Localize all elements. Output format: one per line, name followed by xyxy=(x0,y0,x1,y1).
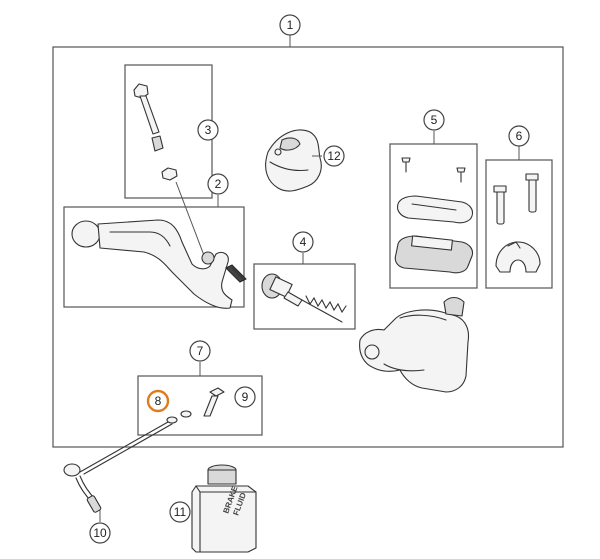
callout-4: 4 xyxy=(292,231,314,253)
svg-text:12: 12 xyxy=(327,149,341,163)
svg-text:7: 7 xyxy=(197,344,204,358)
svg-text:3: 3 xyxy=(205,123,212,137)
pivot-bolt-part xyxy=(133,83,206,259)
brake-line-part xyxy=(63,421,173,522)
master-piston-part xyxy=(261,273,347,323)
svg-text:1: 1 xyxy=(287,18,294,32)
svg-text:2: 2 xyxy=(215,177,222,191)
brake-fluid-bottle xyxy=(191,464,257,553)
callout-12: 12 xyxy=(323,145,345,167)
banjo-bolt-part xyxy=(166,387,225,424)
svg-text:5: 5 xyxy=(431,113,438,127)
svg-text:8: 8 xyxy=(155,394,162,408)
callout-3: 3 xyxy=(197,119,219,141)
callout-8-highlighted: 8 xyxy=(146,389,170,413)
frame-4 xyxy=(253,263,356,330)
callout-11: 11 xyxy=(169,501,191,523)
handlebar-clamp-part xyxy=(493,173,541,273)
svg-text:6: 6 xyxy=(516,129,523,143)
callout-6: 6 xyxy=(508,125,530,147)
callout-5: 5 xyxy=(423,109,445,131)
svg-text:10: 10 xyxy=(93,526,107,540)
reservoir-cover-part xyxy=(394,157,474,274)
svg-text:4: 4 xyxy=(300,235,307,249)
master-cylinder-body xyxy=(359,296,470,393)
assembly-frame-1 xyxy=(52,46,564,448)
callout-9: 9 xyxy=(234,386,256,408)
svg-text:9: 9 xyxy=(242,390,249,404)
callout-1: 1 xyxy=(279,14,301,36)
dust-boot-part xyxy=(265,129,322,192)
callout-10: 10 xyxy=(89,522,111,544)
frame-6 xyxy=(485,159,553,289)
svg-text:11: 11 xyxy=(174,505,187,519)
callout-2: 2 xyxy=(207,173,229,195)
callout-7: 7 xyxy=(189,340,211,362)
brake-lever-part xyxy=(71,219,247,309)
frame-2 xyxy=(63,206,245,308)
